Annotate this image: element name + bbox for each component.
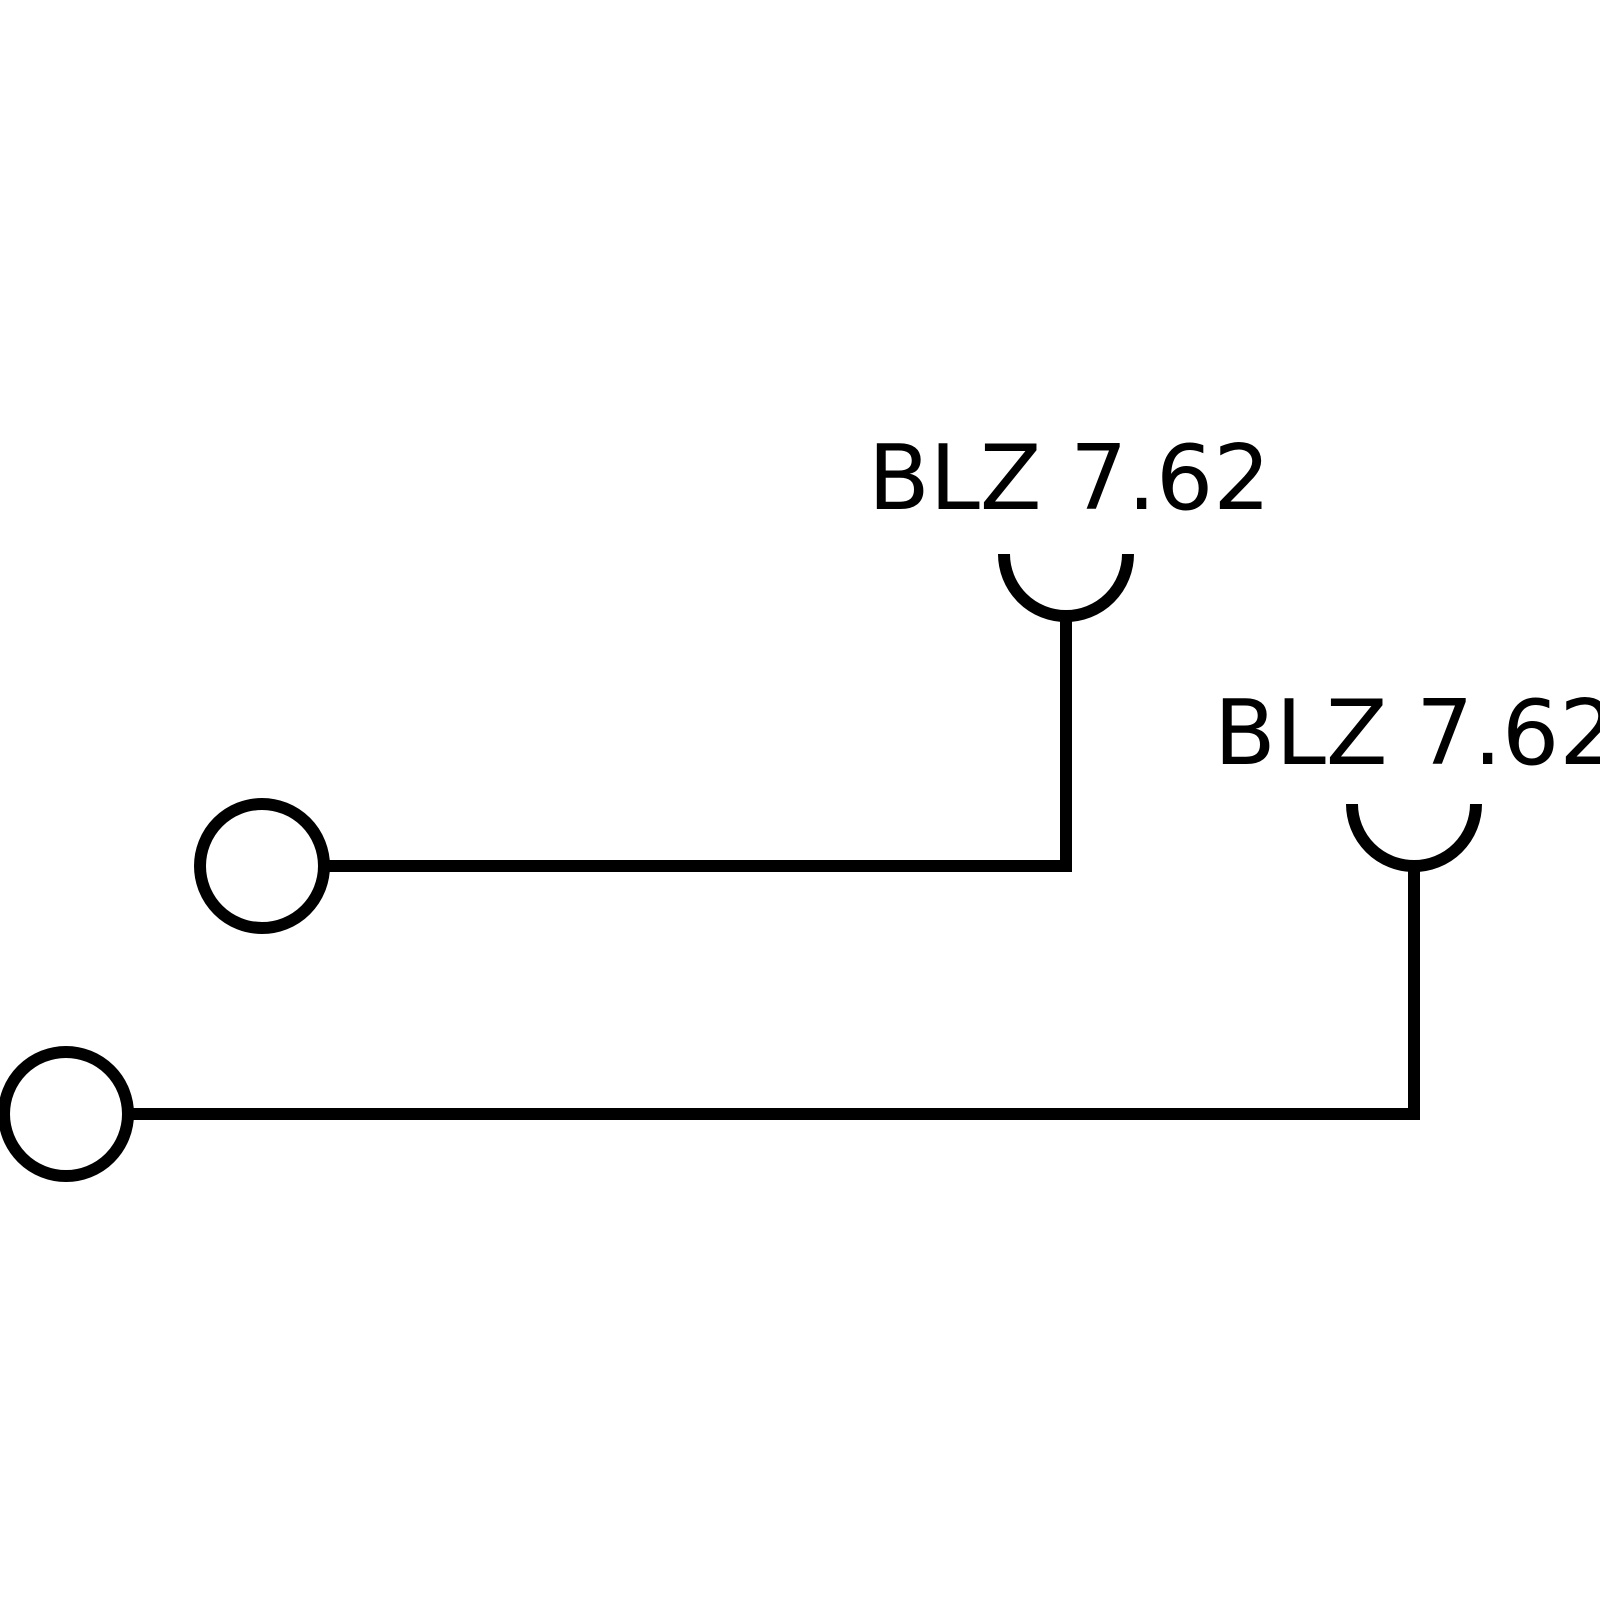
connector-2-label: BLZ 7.62 bbox=[1214, 681, 1600, 786]
terminal-circle-icon bbox=[0, 1046, 134, 1182]
terminal-circle-icon bbox=[194, 798, 330, 934]
connector-2: BLZ 7.62 bbox=[0, 681, 1600, 1182]
connector-2-wire bbox=[128, 866, 1420, 1120]
connector-1-label: BLZ 7.62 bbox=[868, 426, 1271, 531]
connector-1-wire bbox=[325, 616, 1072, 872]
connector-1: BLZ 7.62 bbox=[194, 426, 1271, 934]
